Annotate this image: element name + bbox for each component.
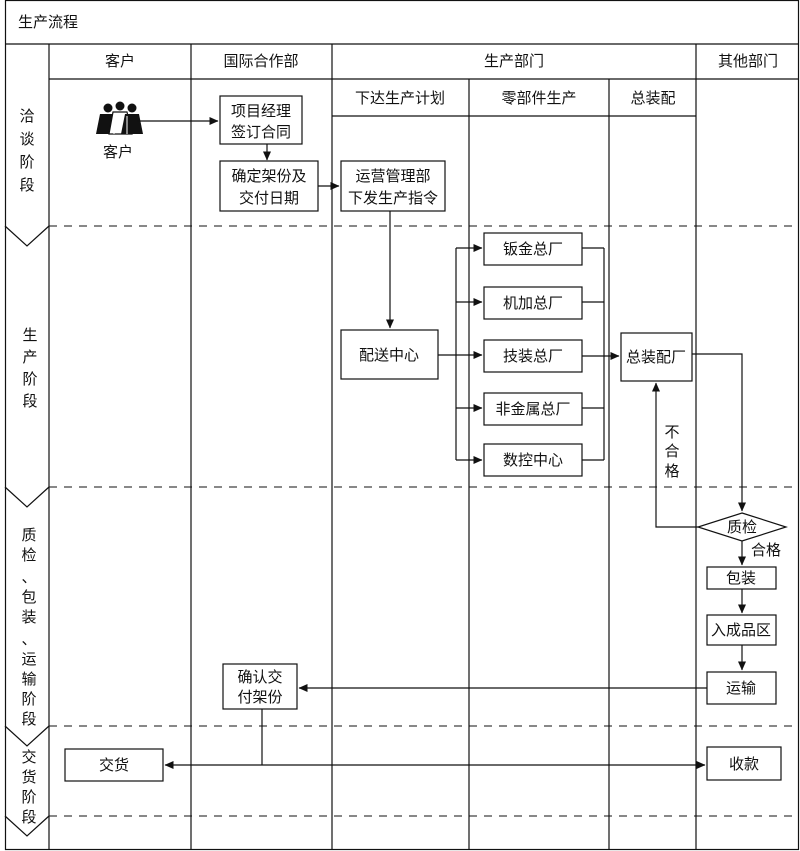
- stage-chevron-3: [4, 725, 50, 747]
- box-store: 入成品区: [706, 614, 777, 646]
- stage-label-negotiation: 洽 谈 阶 段: [19, 107, 34, 194]
- arrow-qc-fail: [652, 382, 698, 528]
- svg-text:签订合同: 签订合同: [231, 123, 291, 141]
- box-ops: 运营管理部 下发生产指令: [340, 160, 446, 212]
- svg-text:货: 货: [21, 768, 36, 786]
- actor-label: 客户: [103, 143, 133, 161]
- svg-text:段: 段: [22, 392, 37, 410]
- svg-text:配送中心: 配送中心: [359, 346, 419, 364]
- svg-text:谈: 谈: [19, 130, 34, 148]
- svg-text:技装总厂: 技装总厂: [503, 347, 563, 365]
- box-nonmetal: 非金属总厂: [483, 392, 583, 426]
- svg-text:段: 段: [21, 710, 36, 728]
- box-pack: 包装: [706, 566, 777, 590]
- box-cnc: 数控中心: [483, 443, 583, 477]
- svg-text:合: 合: [664, 442, 679, 460]
- label-pass: 合格: [751, 541, 781, 559]
- arrows-dist-to-factories: [438, 244, 483, 464]
- svg-text:阶: 阶: [19, 153, 34, 171]
- svg-text:项目经理: 项目经理: [231, 102, 291, 120]
- stage-chevron-4: [4, 815, 50, 837]
- box-sheet: 钣金总厂: [483, 232, 583, 266]
- svg-text:、: 、: [21, 568, 36, 586]
- header-intl: 国际合作部: [223, 52, 298, 70]
- box-dist: 配送中心: [340, 329, 439, 380]
- svg-text:机加总厂: 机加总厂: [503, 294, 563, 312]
- svg-text:确定架份及: 确定架份及: [231, 167, 306, 185]
- svg-text:钣金总厂: 钣金总厂: [503, 240, 563, 258]
- svg-text:运输: 运输: [726, 679, 756, 697]
- svg-text:洽: 洽: [19, 107, 34, 125]
- svg-text:、: 、: [21, 630, 36, 648]
- svg-text:交付日期: 交付日期: [239, 189, 299, 207]
- header-customer: 客户: [105, 52, 135, 70]
- arrows-factories-to-final: [582, 247, 620, 461]
- header-parts: 零部件生产: [501, 89, 576, 107]
- svg-text:运: 运: [21, 650, 36, 668]
- box-machining: 机加总厂: [483, 286, 583, 320]
- diamond-qc: 质检: [696, 512, 788, 542]
- page-title: 生产流程: [18, 13, 78, 31]
- outer-frame: [4, 0, 800, 851]
- svg-text:输: 输: [21, 670, 36, 688]
- svg-text:格: 格: [664, 462, 679, 480]
- svg-text:总装配厂: 总装配厂: [626, 348, 686, 366]
- header-assembly: 总装配: [630, 89, 675, 107]
- svg-text:产: 产: [22, 348, 37, 366]
- svg-text:确认交: 确认交: [237, 668, 282, 686]
- stage-label-qc: 质 检 、 包 装 、 运 输 阶 段: [21, 526, 36, 728]
- svg-text:生: 生: [22, 326, 37, 344]
- header-other: 其他部门: [718, 52, 778, 70]
- svg-text:下发生产指令: 下发生产指令: [348, 189, 438, 207]
- box-tech: 技装总厂: [483, 339, 583, 373]
- header-plan: 下达生产计划: [355, 89, 445, 107]
- svg-text:质: 质: [21, 526, 36, 544]
- arrow-final-qc: [692, 353, 746, 512]
- svg-text:质检: 质检: [727, 518, 757, 536]
- svg-text:数控中心: 数控中心: [503, 451, 563, 469]
- svg-text:付架份: 付架份: [237, 688, 282, 706]
- svg-text:运营管理部: 运营管理部: [355, 167, 430, 185]
- header-production: 生产部门: [484, 52, 544, 70]
- svg-text:段: 段: [19, 176, 34, 194]
- svg-text:交: 交: [21, 748, 36, 766]
- people-icon: [96, 101, 143, 135]
- svg-text:段: 段: [21, 808, 36, 826]
- label-fail: 不 合 格: [664, 423, 679, 480]
- stage-label-delivery: 交 货 阶 段: [21, 748, 36, 826]
- svg-text:阶: 阶: [21, 788, 36, 806]
- stage-chevron-2: [4, 486, 50, 508]
- svg-text:入成品区: 入成品区: [711, 621, 771, 639]
- svg-text:阶: 阶: [21, 690, 36, 708]
- stage-chevron-1: [4, 225, 50, 247]
- box-final: 总装配厂: [620, 332, 693, 382]
- box-contract: 项目经理 签订合同: [219, 95, 303, 145]
- svg-text:收款: 收款: [729, 755, 759, 773]
- stage-label-production: 生 产 阶 段: [22, 326, 37, 410]
- box-deliver: 交货: [64, 748, 164, 782]
- box-ship: 运输: [706, 671, 777, 705]
- svg-text:不: 不: [664, 423, 679, 441]
- box-confirm: 确认交 付架份: [222, 663, 298, 710]
- box-payment: 收款: [706, 746, 782, 781]
- box-price: 确定架份及 交付日期: [219, 160, 319, 212]
- svg-text:非金属总厂: 非金属总厂: [495, 400, 570, 418]
- svg-text:装: 装: [21, 608, 36, 626]
- svg-text:包: 包: [21, 588, 36, 606]
- svg-text:阶: 阶: [22, 370, 37, 388]
- svg-text:交货: 交货: [99, 756, 129, 774]
- svg-text:包装: 包装: [726, 569, 756, 587]
- svg-text:检: 检: [21, 546, 36, 564]
